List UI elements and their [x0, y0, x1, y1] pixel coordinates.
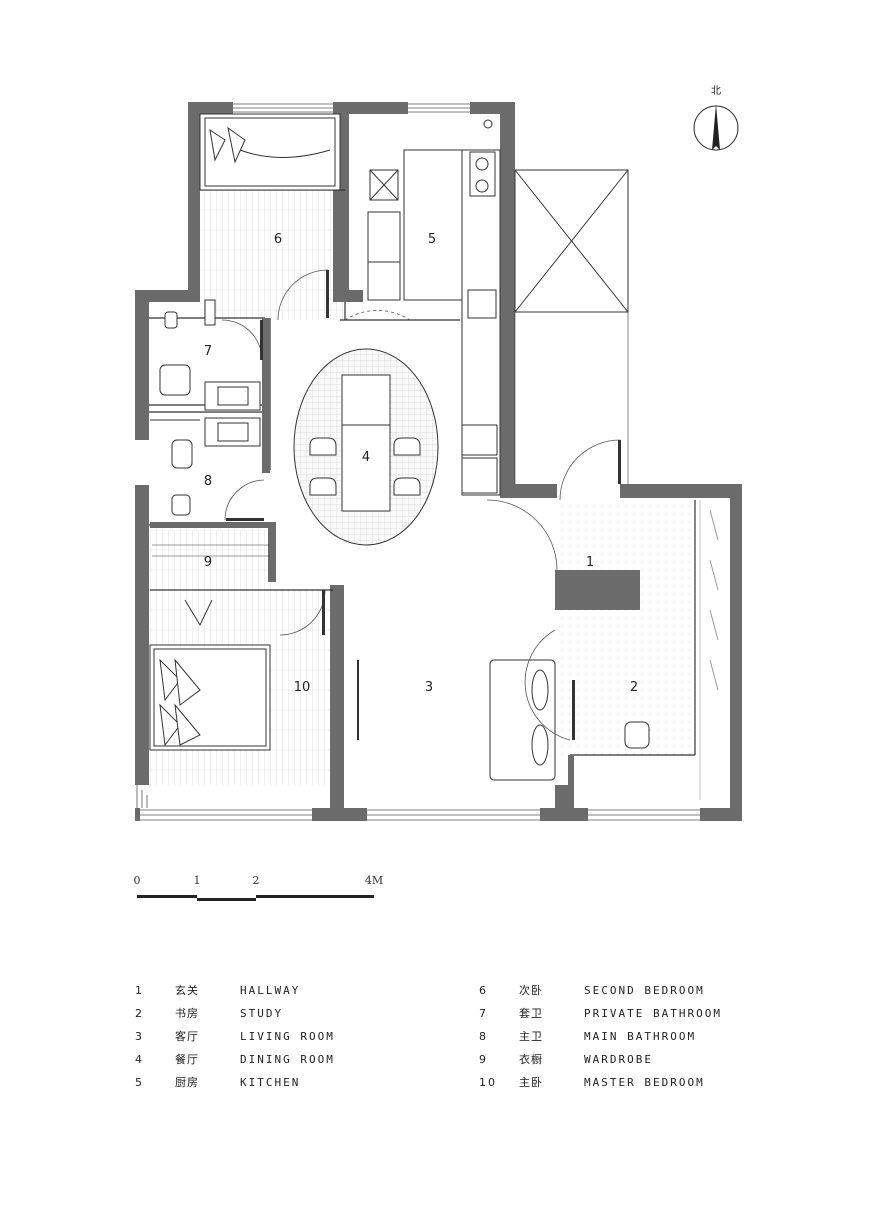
- scale-bar: 0 1 2 4M: [134, 874, 383, 901]
- legend-en-label: KITCHEN: [240, 1076, 301, 1089]
- scale-tick-0: 0: [134, 874, 141, 887]
- room-label-4: 4: [362, 450, 370, 465]
- legend-number: 8: [479, 1030, 488, 1043]
- room-label-6: 6: [274, 232, 282, 247]
- legend-cn-label: 书房: [175, 1007, 199, 1020]
- room-label-7: 7: [204, 344, 212, 359]
- legend-number: 3: [135, 1030, 144, 1043]
- legend-cn-label: 客厅: [175, 1030, 199, 1043]
- scale-tick-1: 1: [194, 874, 201, 887]
- floor-finishes: [150, 190, 695, 785]
- legend-cn-label: 餐厅: [175, 1053, 199, 1066]
- legend-en-label: MAIN BATHROOM: [584, 1030, 697, 1043]
- room-labels: 1 2 3 4 5 6 7 8 9 10: [204, 232, 638, 695]
- north-label: 北: [711, 85, 721, 97]
- walls: [135, 102, 742, 821]
- legend-number: 10: [479, 1076, 497, 1089]
- room-label-5: 5: [428, 232, 436, 247]
- legend-right: 6 次卧 SECOND BEDROOM 7 套卫 PRIVATE BATHROOM 8 主…: [479, 983, 799, 1093]
- living-furniture: [357, 500, 719, 800]
- legend-en-label: DINING ROOM: [240, 1053, 335, 1066]
- legend-cn-label: 次卧: [519, 984, 543, 997]
- partition-fills: [150, 318, 640, 810]
- legend-en-label: WARDROBE: [584, 1053, 653, 1066]
- legend-left: 1 玄关 HALLWAY 2 书房 STUDY 3 客厅 LIVING ROOM 4 餐厅 DI…: [135, 983, 435, 1093]
- dining-area: [293, 348, 439, 546]
- room-label-9: 9: [204, 555, 212, 570]
- legend-cn-label: 主卫: [519, 1030, 543, 1043]
- legend-number: 1: [135, 984, 144, 997]
- legend-en-label: MASTER BEDROOM: [584, 1076, 705, 1089]
- legend-number: 2: [135, 1007, 144, 1020]
- legend-cn-label: 套卫: [519, 1007, 543, 1020]
- legend-number: 7: [479, 1007, 488, 1020]
- room-label-3: 3: [425, 680, 433, 695]
- legend-number: 6: [479, 984, 488, 997]
- room-label-1: 1: [586, 555, 594, 570]
- legend-cn-label: 厨房: [175, 1076, 199, 1089]
- kitchen-counters: [367, 119, 501, 496]
- legend-number: 4: [135, 1053, 144, 1066]
- legend-cn-label: 主卧: [519, 1076, 543, 1089]
- legend-number: 9: [479, 1053, 488, 1066]
- second-bedroom-bed: [199, 113, 341, 191]
- scale-tick-4m: 4M: [365, 874, 383, 887]
- legend-number: 5: [135, 1076, 144, 1089]
- windows: [136, 103, 700, 821]
- legend-en-label: LIVING ROOM: [240, 1030, 335, 1043]
- room-label-2: 2: [630, 680, 638, 695]
- bathroom-fixtures: [150, 299, 261, 516]
- master-bedroom-bed: [149, 544, 271, 751]
- legend-cn-label: 玄关: [175, 984, 199, 997]
- scale-segment-1-2: [197, 898, 256, 901]
- balcony-void: [514, 169, 629, 484]
- scale-segment-2-4: [256, 895, 374, 898]
- north-arrow-icon: [712, 104, 720, 150]
- floor-plan: 1 2 3 4 5 6 7 8 9 10 北 0 1 2 4M: [134, 85, 742, 901]
- scale-tick-2: 2: [253, 874, 260, 887]
- legend-cn-label: 衣橱: [519, 1053, 543, 1066]
- room-label-10: 10: [294, 680, 311, 695]
- scale-segment-0-1: [137, 895, 197, 898]
- north-arrow: 北: [693, 85, 739, 151]
- legend-en-label: PRIVATE BATHROOM: [584, 1007, 722, 1020]
- room-label-8: 8: [204, 474, 212, 489]
- legend-en-label: STUDY: [240, 1007, 284, 1020]
- legend-en-label: HALLWAY: [240, 984, 301, 997]
- legend-en-label: SECOND BEDROOM: [584, 984, 705, 997]
- door-leaves: [226, 270, 621, 740]
